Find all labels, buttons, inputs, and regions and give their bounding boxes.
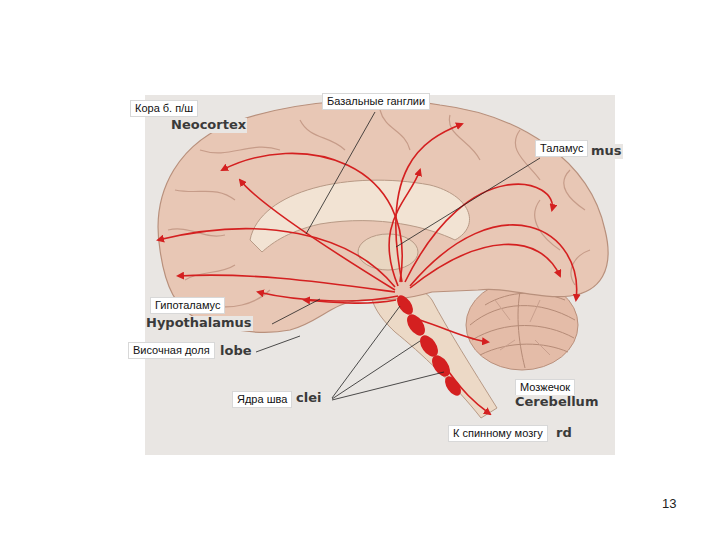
leader-lines xyxy=(332,341,420,399)
region-label: Базальные ганглии xyxy=(322,93,430,110)
region-label: Мозжечок xyxy=(515,379,575,396)
page-number: 13 xyxy=(662,497,676,512)
projection-arrows xyxy=(178,275,395,292)
region-label: Кора б. п/ш xyxy=(130,100,198,117)
projection-arrows xyxy=(158,124,577,414)
english-label: mus xyxy=(590,144,623,159)
leader-lines xyxy=(332,306,400,398)
english-label: rd xyxy=(555,426,573,441)
english-label: clei xyxy=(295,391,322,406)
leader-lines xyxy=(332,372,444,400)
english-label: Cerebellum xyxy=(514,395,599,410)
cerebrum xyxy=(168,110,590,307)
projection-arrows xyxy=(410,225,577,300)
projection-arrows xyxy=(389,170,420,286)
cerebrum xyxy=(158,100,608,332)
raphe-nuclei xyxy=(394,293,464,399)
projection-arrows xyxy=(240,180,395,290)
region-label: Височная доля xyxy=(128,342,215,359)
background-panel xyxy=(145,95,615,455)
raphe-nuclei xyxy=(428,352,453,380)
leader-lines xyxy=(256,112,540,400)
raphe-nuclei xyxy=(394,293,416,318)
english-label: lobe xyxy=(219,344,253,359)
projection-arrows xyxy=(258,292,398,301)
region-label: Гипоталамус xyxy=(150,297,225,314)
raphe-nuclei xyxy=(442,374,464,399)
brainstem xyxy=(371,282,497,418)
region-label: К спинному мозгу xyxy=(448,425,548,442)
leader-lines xyxy=(306,112,375,234)
english-label: Neocortex xyxy=(170,118,247,133)
cerebellum xyxy=(495,300,550,355)
projection-arrows xyxy=(222,153,402,282)
raphe-nuclei xyxy=(403,311,428,339)
leader-lines xyxy=(396,158,540,247)
english-label: Hypothalamus xyxy=(145,316,253,331)
region-label: Таламус xyxy=(535,140,588,157)
cerebrum xyxy=(158,100,608,332)
projection-arrows xyxy=(410,244,560,288)
projection-arrows xyxy=(396,124,462,282)
background-panel xyxy=(145,95,615,455)
leader-lines xyxy=(272,299,320,324)
brainstem xyxy=(371,282,497,418)
leader-lines xyxy=(256,336,300,352)
region-label: Ядра шва xyxy=(232,391,292,408)
